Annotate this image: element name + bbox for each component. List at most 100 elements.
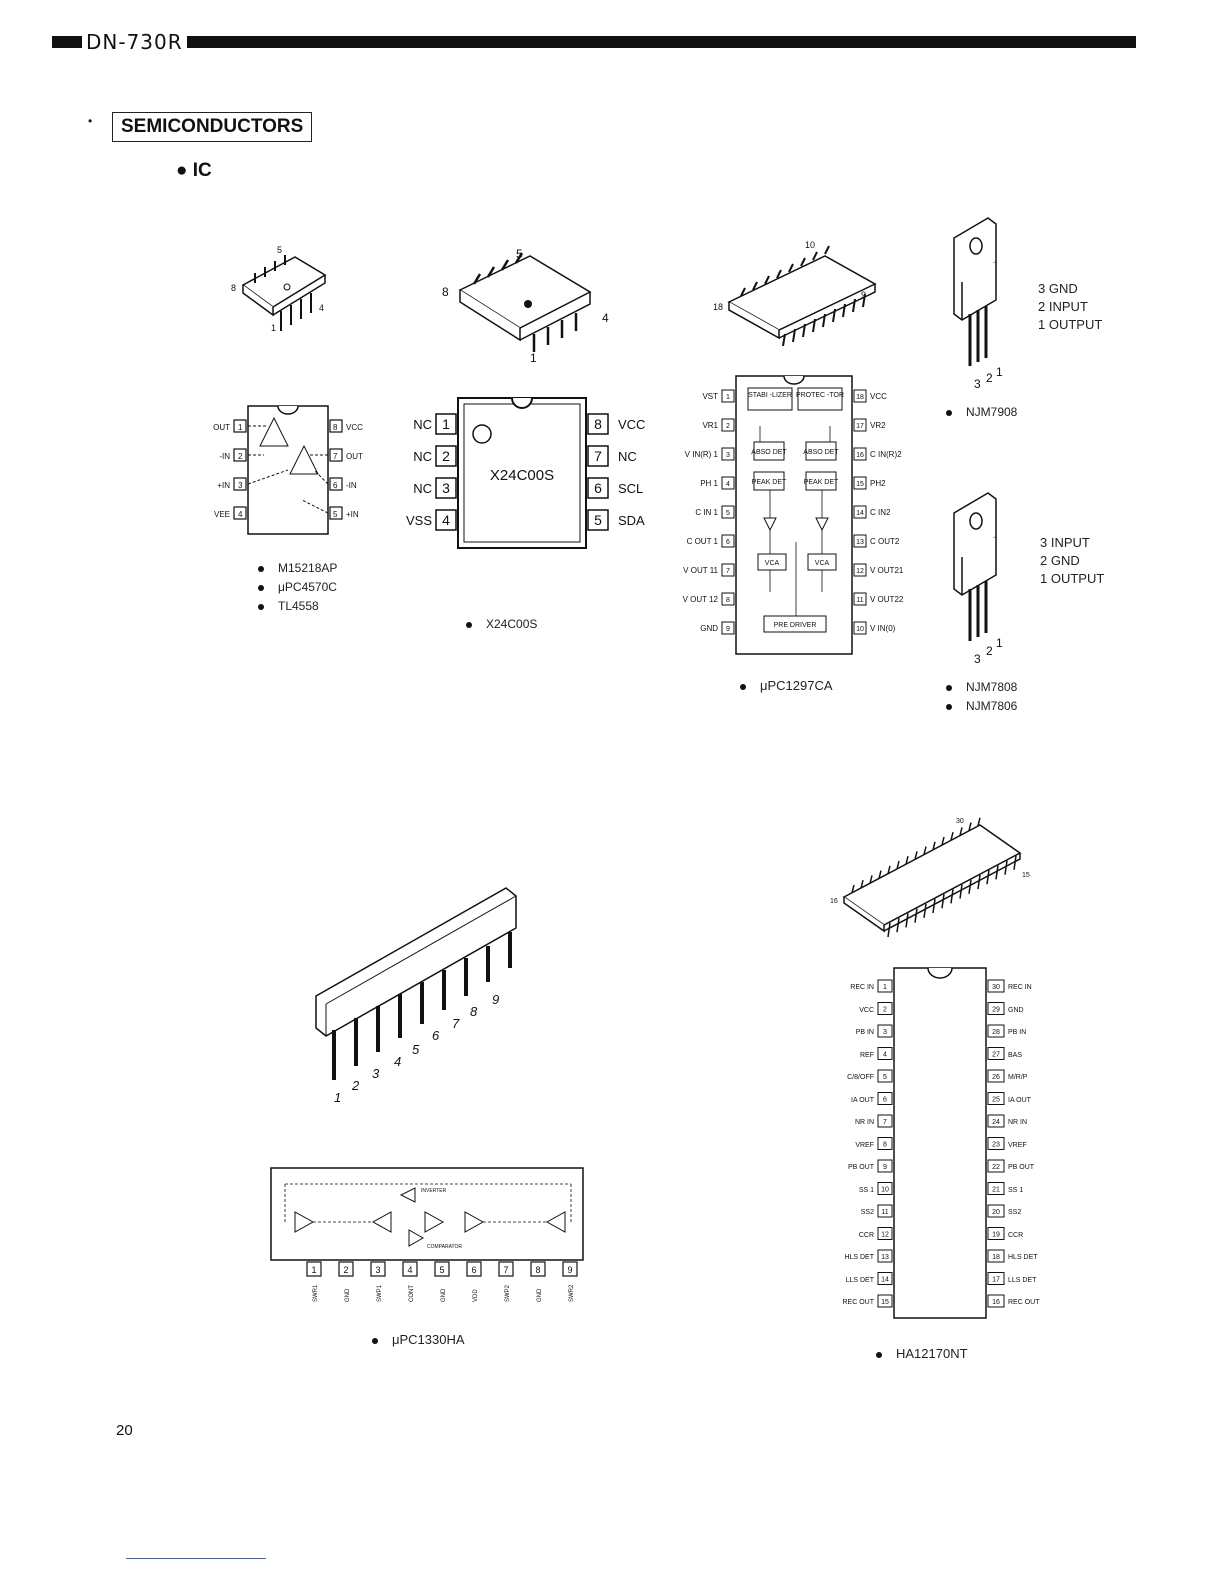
m15218-pin-right-6: -IN	[346, 481, 357, 490]
upc1330ha-pkg-pin-3: 3	[372, 1066, 380, 1081]
ha12170nt-pin-left-13: HLS DET	[844, 1254, 874, 1261]
upc1297ca-pin-right-17: VR2	[870, 421, 886, 430]
njm7908-pin-1: 1	[996, 365, 1003, 379]
ha12170nt-right-pin-number: 19	[992, 1232, 1000, 1239]
upc1330ha-pkg-pin-4: 4	[394, 1054, 401, 1069]
upc1297ca-pin-left-4: PH 1	[700, 479, 718, 488]
svg-text:7: 7	[503, 1265, 508, 1275]
ha12170nt-package-lead	[869, 875, 873, 884]
ha12170nt-right-pin-number: 16	[992, 1299, 1000, 1306]
page-number: 20	[116, 1422, 133, 1439]
ha12170nt-package-lead	[860, 880, 864, 889]
upc1297ca-block-peak-2: PEAK DET	[804, 479, 839, 486]
njm7808-pin-1: 1	[996, 636, 1003, 650]
ha12170nt-package-lead	[995, 865, 999, 880]
ha12170nt-right-pin-box	[987, 1159, 1005, 1173]
svg-text:2: 2	[726, 423, 730, 430]
ha12170nt-right-pin-number: 20	[992, 1209, 1000, 1216]
ha12170nt-pkg-label-30: 30	[956, 818, 964, 825]
ha12170nt-package-lead	[950, 832, 954, 841]
caption-tl4558: TL4558	[258, 599, 319, 613]
njm7908-legend-1: 3 GND	[1038, 281, 1078, 296]
ha12170nt-pin-left-2: VCC	[859, 1007, 874, 1014]
ha12170nt-package-lead	[968, 879, 972, 894]
section-bullet: •	[88, 114, 93, 128]
ha12170nt-pin-left-9: PB OUT	[848, 1164, 875, 1171]
header-title: DN-730R	[82, 31, 187, 53]
caption-upc4570c: μPC4570C	[258, 580, 337, 594]
ha12170nt-pin-left-15: REC OUT	[843, 1299, 875, 1306]
ha12170nt-package-lead	[932, 898, 936, 914]
ha12170nt-right-pin-box	[987, 1069, 1005, 1083]
svg-text:2: 2	[238, 452, 243, 461]
upc1297ca-block-protector: PROTEC -TOR	[796, 392, 844, 399]
ha12170nt-pin-right-27: BAS	[1008, 1052, 1022, 1059]
ha12170nt-right-pin-box	[987, 1114, 1005, 1128]
njm7808-package-drawing: 3 2 1	[953, 492, 1003, 665]
x24c00s-pkg-label-4: 4	[602, 311, 609, 325]
ha12170nt-right-pin-number: 23	[992, 1142, 1000, 1149]
svg-text:12: 12	[856, 568, 864, 575]
ha12170nt-right-pin-box	[987, 1272, 1005, 1285]
upc1330ha-pkg-pin-7: 7	[452, 1016, 460, 1031]
ha12170nt-package-lead	[977, 874, 981, 890]
ha12170nt-right-pin-number: 26	[992, 1074, 1000, 1081]
upc1297ca-pinout: STABI -LIZER PROTEC -TOR ABSO DET ABSO D…	[683, 375, 904, 655]
caption-njm7808: NJM7808	[946, 680, 1017, 694]
caption-njm7806: NJM7806	[946, 699, 1017, 713]
ha12170nt-left-pin-number: 12	[881, 1232, 889, 1239]
ha12170nt-pin-left-3: PB IN	[856, 1029, 874, 1036]
ha12170nt-pkg-label-16: 16	[830, 898, 838, 905]
upc1297ca-block-predriver: PRE DRIVER	[774, 622, 817, 629]
njm7908-pin-2: 2	[986, 371, 993, 385]
svg-text:6: 6	[471, 1265, 476, 1275]
ha12170nt-left-pin-number: 8	[883, 1142, 887, 1149]
ha12170nt-package-lead	[968, 822, 972, 831]
section-title: SEMICONDUCTORS	[112, 112, 313, 142]
ha12170nt-left-pin-number: 15	[881, 1299, 889, 1306]
ha12170nt-left-pin-box	[877, 1294, 893, 1308]
caption-x24c00s: X24C00S	[466, 617, 537, 631]
ha12170nt-left-pin-number: 4	[883, 1052, 887, 1059]
svg-text:17: 17	[856, 423, 864, 430]
ha12170nt-left-pin-box	[877, 979, 893, 993]
svg-text:7: 7	[726, 568, 730, 575]
ha12170nt-right-pin-box	[987, 1227, 1005, 1240]
njm7808-legend-3: 1 OUTPUT	[1040, 571, 1105, 586]
svg-text:4: 4	[238, 510, 243, 519]
upc1330ha-pkg-pin-5: 5	[412, 1042, 420, 1057]
ha12170nt-package-lead	[905, 856, 909, 865]
ha12170nt-pin-right-19: CCR	[1008, 1232, 1023, 1239]
njm7808-pin-2: 2	[986, 644, 993, 658]
upc1297ca-pin-left-2: VR1	[702, 421, 718, 430]
ha12170nt-right-pin-box	[987, 1204, 1005, 1218]
ha12170nt-pin-right-22: PB OUT	[1008, 1164, 1035, 1171]
ha12170nt-left-pin-box	[877, 1069, 893, 1083]
svg-text:16: 16	[856, 452, 864, 459]
upc1297ca-pin-right-14: C IN2	[870, 508, 891, 517]
upc1330ha-pin-name-1: SWR1	[313, 1284, 319, 1302]
ha12170nt-right-pin-number: 27	[992, 1052, 1000, 1059]
ha12170nt-pin-right-30: REC IN	[1008, 984, 1032, 991]
ha12170nt-left-pin-box	[877, 1002, 893, 1015]
njm7808-legend-1: 3 INPUT	[1040, 535, 1090, 550]
x24c00s-pin-left-2: NC	[413, 449, 432, 464]
x24c00s-pin-right-6: SCL	[618, 481, 643, 496]
ha12170nt-left-pin-number: 5	[883, 1074, 887, 1081]
ha12170nt-left-pin-number: 11	[881, 1209, 888, 1216]
upc1330ha-pin-name-7: SWP2	[505, 1284, 511, 1302]
svg-text:8: 8	[333, 423, 338, 432]
svg-text:8: 8	[594, 416, 602, 432]
ha12170nt-pin-left-6: IA OUT	[851, 1097, 875, 1104]
upc1297ca-pin-left-5: C IN 1	[695, 508, 718, 517]
ha12170nt-pin-left-7: NR IN	[855, 1119, 874, 1126]
svg-text:8: 8	[535, 1265, 540, 1275]
upc1297ca-block-vca-1: VCA	[765, 560, 780, 567]
ha12170nt-right-pin-number: 25	[992, 1097, 1000, 1104]
m15218-pin-left-1: OUT	[213, 423, 230, 432]
svg-text:1: 1	[238, 423, 243, 432]
svg-text:7: 7	[594, 448, 602, 464]
upc1330ha-pin-name-3: SWP1	[377, 1284, 383, 1302]
svg-text:3: 3	[375, 1265, 380, 1275]
upc1330ha-pkg-pin-9: 9	[492, 992, 499, 1007]
